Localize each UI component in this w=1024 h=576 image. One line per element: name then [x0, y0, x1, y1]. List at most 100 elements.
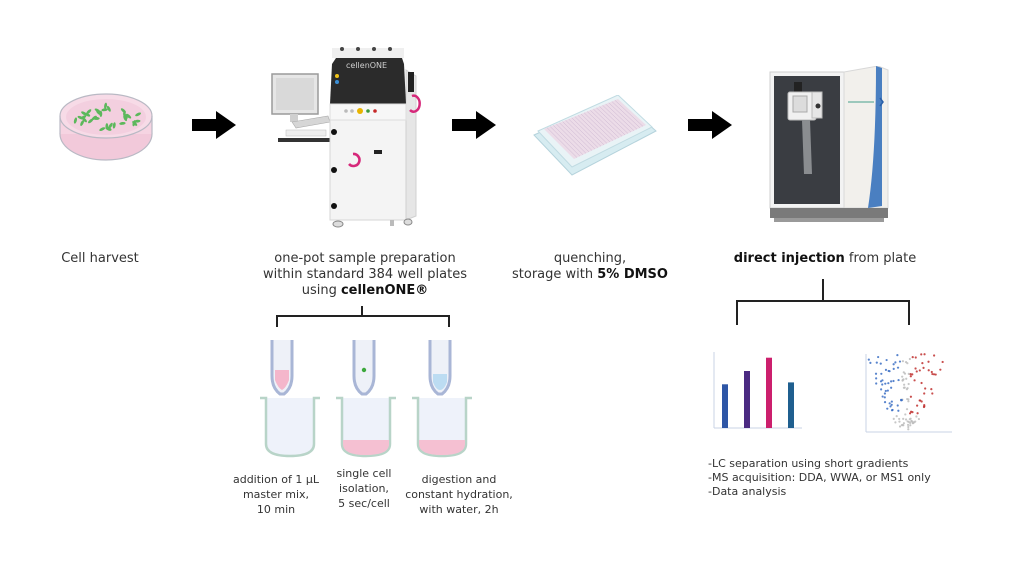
up-regulated-point	[920, 381, 923, 385]
down-regulated-point	[884, 382, 887, 385]
petri-dish-illustration	[59, 93, 153, 161]
bracket-left-leg	[276, 315, 278, 327]
sample-prep-using: using	[301, 283, 341, 298]
well-row-line	[549, 126, 581, 157]
step-label-quenching: quenching, storage with 5% DMSO	[500, 251, 680, 283]
down-regulated-point	[867, 358, 870, 361]
down-regulated-point	[891, 408, 894, 412]
cell-icon	[134, 119, 141, 123]
not-significant-point	[907, 428, 910, 431]
substep-isolation-line-1: single cell	[336, 467, 392, 480]
not-significant-point	[905, 408, 909, 411]
up-regulated-point	[909, 373, 912, 376]
up-regulated-point	[927, 360, 930, 363]
not-significant-point	[898, 425, 902, 428]
not-significant-point	[904, 418, 908, 421]
bar-C	[766, 357, 772, 428]
not-significant-point	[917, 417, 921, 421]
down-regulated-point	[894, 361, 897, 364]
bracket-bar	[276, 315, 450, 317]
down-regulated-point	[890, 403, 893, 406]
cell-icon	[135, 112, 142, 117]
substep-digestion-line-2: constant hydration,	[405, 488, 513, 501]
well-row-line	[565, 120, 596, 150]
down-regulated-point	[885, 358, 888, 362]
not-significant-point	[904, 413, 907, 416]
substep-digestion-line-3: with water, 2h	[419, 503, 499, 516]
down-regulated-point	[896, 353, 899, 357]
up-regulated-point	[924, 387, 927, 390]
up-regulated-point	[933, 354, 936, 357]
down-regulated-point	[889, 405, 892, 408]
cell-icon	[112, 122, 116, 129]
not-significant-point	[907, 372, 910, 375]
down-regulated-point	[875, 361, 878, 364]
not-significant-point	[902, 422, 906, 425]
cellenone-instrument-illustration: cellenONE	[271, 47, 421, 228]
cell-icon	[73, 117, 78, 124]
not-significant-point	[915, 415, 918, 418]
note-data-analysis: -Data analysis	[708, 485, 787, 498]
up-regulated-point	[911, 373, 914, 376]
tip-well-addition	[260, 340, 320, 458]
well-grid	[546, 100, 644, 158]
not-significant-point	[905, 388, 909, 391]
not-significant-point	[910, 420, 913, 423]
tip-well-single-cell	[336, 340, 396, 458]
down-regulated-point	[888, 402, 891, 405]
not-significant-point	[901, 360, 905, 363]
step-label-cell-harvest: Cell harvest	[61, 251, 139, 266]
well-row-line	[568, 118, 599, 148]
up-regulated-point	[932, 373, 936, 376]
not-significant-point	[908, 357, 911, 361]
down-regulated-point	[890, 400, 893, 403]
down-regulated-point	[881, 379, 884, 382]
not-significant-point	[892, 417, 895, 420]
up-regulated-point	[911, 356, 914, 359]
not-significant-point	[903, 372, 907, 375]
cell-icon	[108, 122, 113, 129]
not-significant-point	[907, 382, 910, 386]
down-regulated-point	[875, 377, 878, 380]
well-row-line	[571, 117, 602, 147]
arrow-right-icon	[192, 111, 236, 139]
not-significant-point	[911, 422, 914, 425]
down-regulated-point	[884, 389, 887, 393]
down-regulated-point	[883, 392, 887, 395]
direct-injection-bold: direct injection	[733, 251, 845, 266]
substep-addition: addition of 1 µL master mix, 10 min	[220, 472, 332, 517]
cell-icon	[101, 108, 108, 112]
up-regulated-point	[939, 368, 942, 371]
down-regulated-point	[883, 401, 887, 404]
up-regulated-point	[914, 367, 917, 370]
not-significant-point	[898, 420, 901, 423]
up-regulated-point	[931, 392, 934, 395]
down-regulated-point	[892, 379, 895, 383]
arrow-right-icon	[452, 111, 496, 139]
up-regulated-point	[921, 361, 924, 365]
bracket-stem	[361, 306, 363, 316]
substep-digestion: digestion and constant hydration, with w…	[398, 472, 520, 517]
cell-icon	[124, 114, 128, 121]
down-regulated-point	[896, 404, 899, 407]
bar-B	[744, 371, 750, 428]
well-row-line	[608, 102, 638, 130]
well-row-line	[583, 112, 614, 141]
note-ms-acquisition: -MS acquisition: DDA, WWA, or MS1 only	[708, 471, 931, 484]
storage-with-text: storage with	[512, 267, 598, 282]
down-regulated-point	[880, 372, 883, 375]
well-row-line	[577, 115, 608, 144]
down-regulated-point	[879, 362, 882, 365]
down-regulated-point	[888, 370, 891, 373]
cellenone-brand-label: cellenONE®	[340, 283, 429, 298]
bar-A	[722, 384, 728, 428]
down-regulated-point	[875, 382, 878, 385]
cell-icon	[132, 121, 138, 126]
up-regulated-point	[941, 360, 944, 364]
well-row-line	[593, 108, 623, 137]
up-regulated-point	[915, 370, 918, 373]
bar-D	[788, 382, 794, 428]
well-row-line	[605, 103, 635, 131]
up-regulated-point	[923, 353, 926, 356]
cell-icon	[91, 115, 97, 121]
